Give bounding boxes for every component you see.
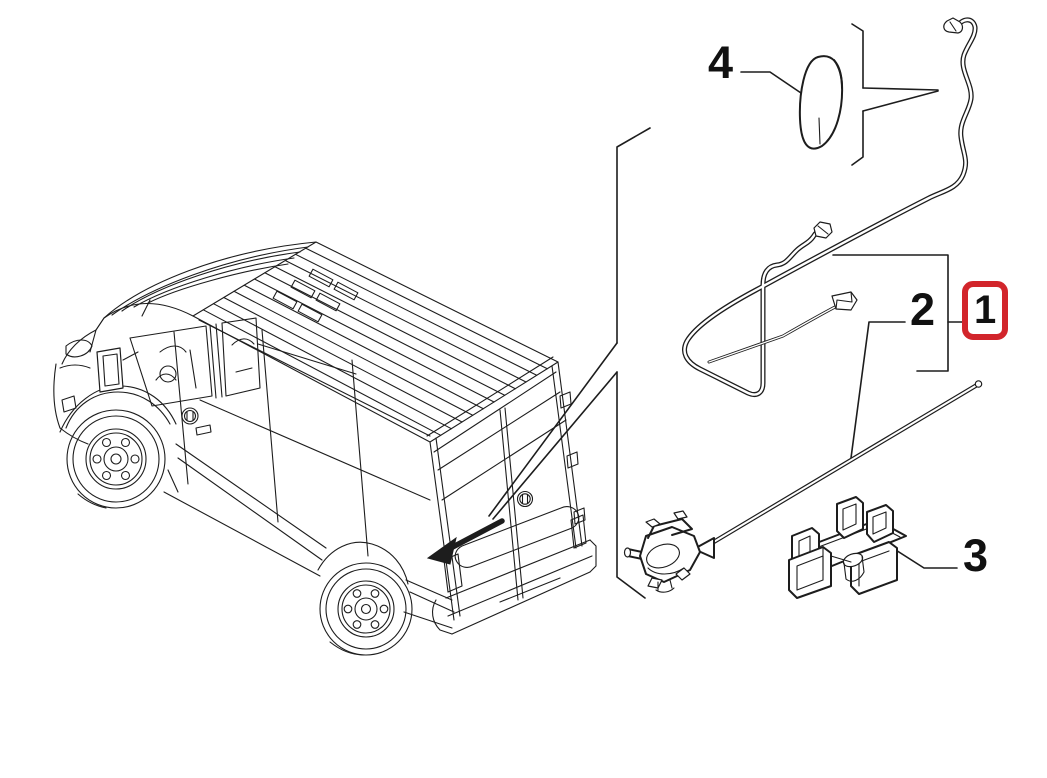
callout-1-highlighted[interactable]: 1 <box>962 281 1009 340</box>
cab-windows <box>129 317 261 485</box>
antenna-plug <box>943 17 964 34</box>
front-door-badge <box>181 407 199 425</box>
antenna-cable-part1 <box>682 17 978 398</box>
antenna-motor <box>623 510 701 593</box>
van-illustration <box>53 241 597 656</box>
callout-2[interactable]: 2 <box>910 287 935 332</box>
branch-wire <box>707 291 858 364</box>
feed-connector <box>813 221 833 239</box>
cargo-roof <box>192 241 559 443</box>
rear-doors <box>429 361 597 635</box>
callout-3-leader <box>887 544 958 569</box>
rear-door-badge <box>516 490 534 508</box>
group-bracket-van <box>488 127 651 599</box>
callout-3[interactable]: 3 <box>963 533 988 578</box>
location-arrow <box>426 518 505 565</box>
antenna-mast-part2 <box>623 380 983 593</box>
antenna-cover-part4 <box>740 55 844 150</box>
callout-1-bracket <box>832 254 966 372</box>
group-bracket-antenna <box>851 23 939 166</box>
callout-3-label: 3 <box>963 530 989 581</box>
rear-wheel <box>319 562 413 656</box>
callout-4[interactable]: 4 <box>708 40 733 85</box>
cab-roof <box>95 241 317 331</box>
side-panel <box>163 329 455 629</box>
mast-cone <box>693 537 715 559</box>
side-mirror <box>96 347 139 393</box>
mount-bracket-part3 <box>788 496 958 599</box>
front-wheel <box>66 409 166 509</box>
callout-1-label: 1 <box>974 288 997 332</box>
callout-4-label: 4 <box>708 37 734 88</box>
callout-2-label: 2 <box>910 284 936 335</box>
callout-2-leader <box>850 321 906 459</box>
